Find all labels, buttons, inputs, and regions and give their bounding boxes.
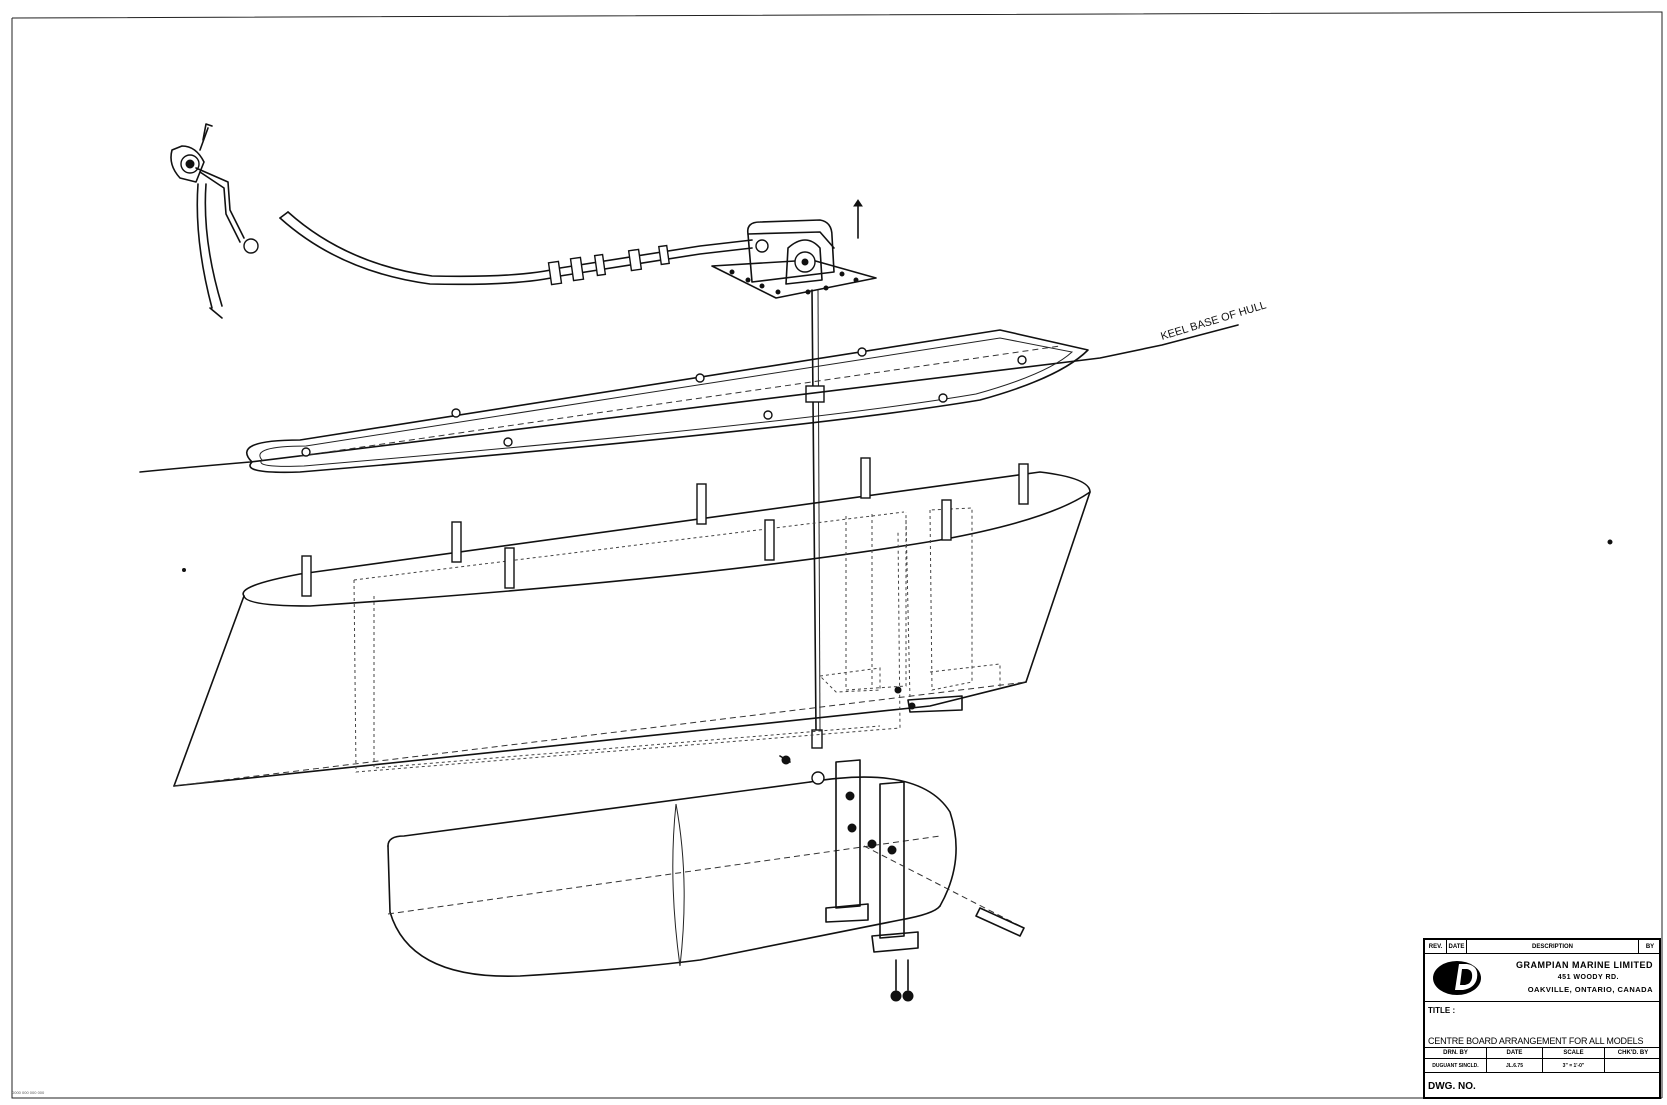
print-code: 0000 000 000 000 xyxy=(12,1090,45,1095)
drawn-by-value: DUGUANT SINCLD. xyxy=(1425,1059,1487,1072)
bottom-bolts xyxy=(890,959,914,1002)
drawing-number-label: DWG. NO. xyxy=(1428,1081,1476,1092)
winch-crank-assembly xyxy=(170,123,259,319)
date-header: DATE xyxy=(1487,1048,1543,1058)
company-address: 451 WOODY RD. xyxy=(1557,974,1619,981)
by-col: BY xyxy=(1645,943,1655,950)
description-col: DESCRIPTION xyxy=(1467,940,1639,953)
revision-header: REV. DATE DESCRIPTION BY xyxy=(1425,940,1659,954)
keel-slot-outline: KEEL BASE OF HULL xyxy=(139,299,1268,474)
date-value: JL.6.75 xyxy=(1487,1059,1543,1072)
company-row: GRAMPIAN MARINE LIMITED 451 WOODY RD. OA… xyxy=(1425,954,1659,1002)
centreboard-trunk xyxy=(173,457,1091,787)
drawing-number-row: DWG. NO. xyxy=(1425,1073,1659,1099)
winch-mount-base-plate xyxy=(711,199,877,299)
trunk-studs xyxy=(301,457,1029,597)
sheet-border xyxy=(11,11,1663,1099)
lifting-cable xyxy=(805,289,825,749)
scale-header: SCALE xyxy=(1543,1048,1605,1058)
drawing-title: CENTRE BOARD ARRANGEMENT FOR ALL MODELS xyxy=(1428,1036,1644,1046)
rev-col: REV. xyxy=(1425,940,1447,953)
checked-by-header: CHK'D. BY xyxy=(1617,1050,1649,1056)
centreboard-blade xyxy=(387,755,1025,1002)
title-block: REV. DATE DESCRIPTION BY GRAMPIAN MARINE… xyxy=(1423,938,1661,1099)
drawn-by-header: DRN. BY xyxy=(1425,1048,1487,1058)
date-col: DATE xyxy=(1447,940,1467,953)
title-row: TITLE : CENTRE BOARD ARRANGEMENT FOR ALL… xyxy=(1425,1002,1659,1067)
scale-value: 3" = 1'-0" xyxy=(1543,1059,1605,1072)
slot-fastener-holes xyxy=(301,347,1027,457)
checked-by-value xyxy=(1605,1059,1661,1072)
grampian-logo-icon xyxy=(1433,961,1481,995)
info-header-row: DRN. BY DATE SCALE CHK'D. BY xyxy=(1425,1047,1659,1059)
title-label: TITLE : xyxy=(1428,1006,1456,1015)
company-city: OAKVILLE, ONTARIO, CANADA xyxy=(1527,985,1653,994)
control-cable xyxy=(279,211,769,286)
info-value-row: DUGUANT SINCLD. JL.6.75 3" = 1'-0" xyxy=(1425,1059,1659,1073)
keel-base-label: KEEL BASE OF HULL xyxy=(1159,299,1267,343)
company-name: GRAMPIAN MARINE LIMITED xyxy=(1516,960,1653,970)
